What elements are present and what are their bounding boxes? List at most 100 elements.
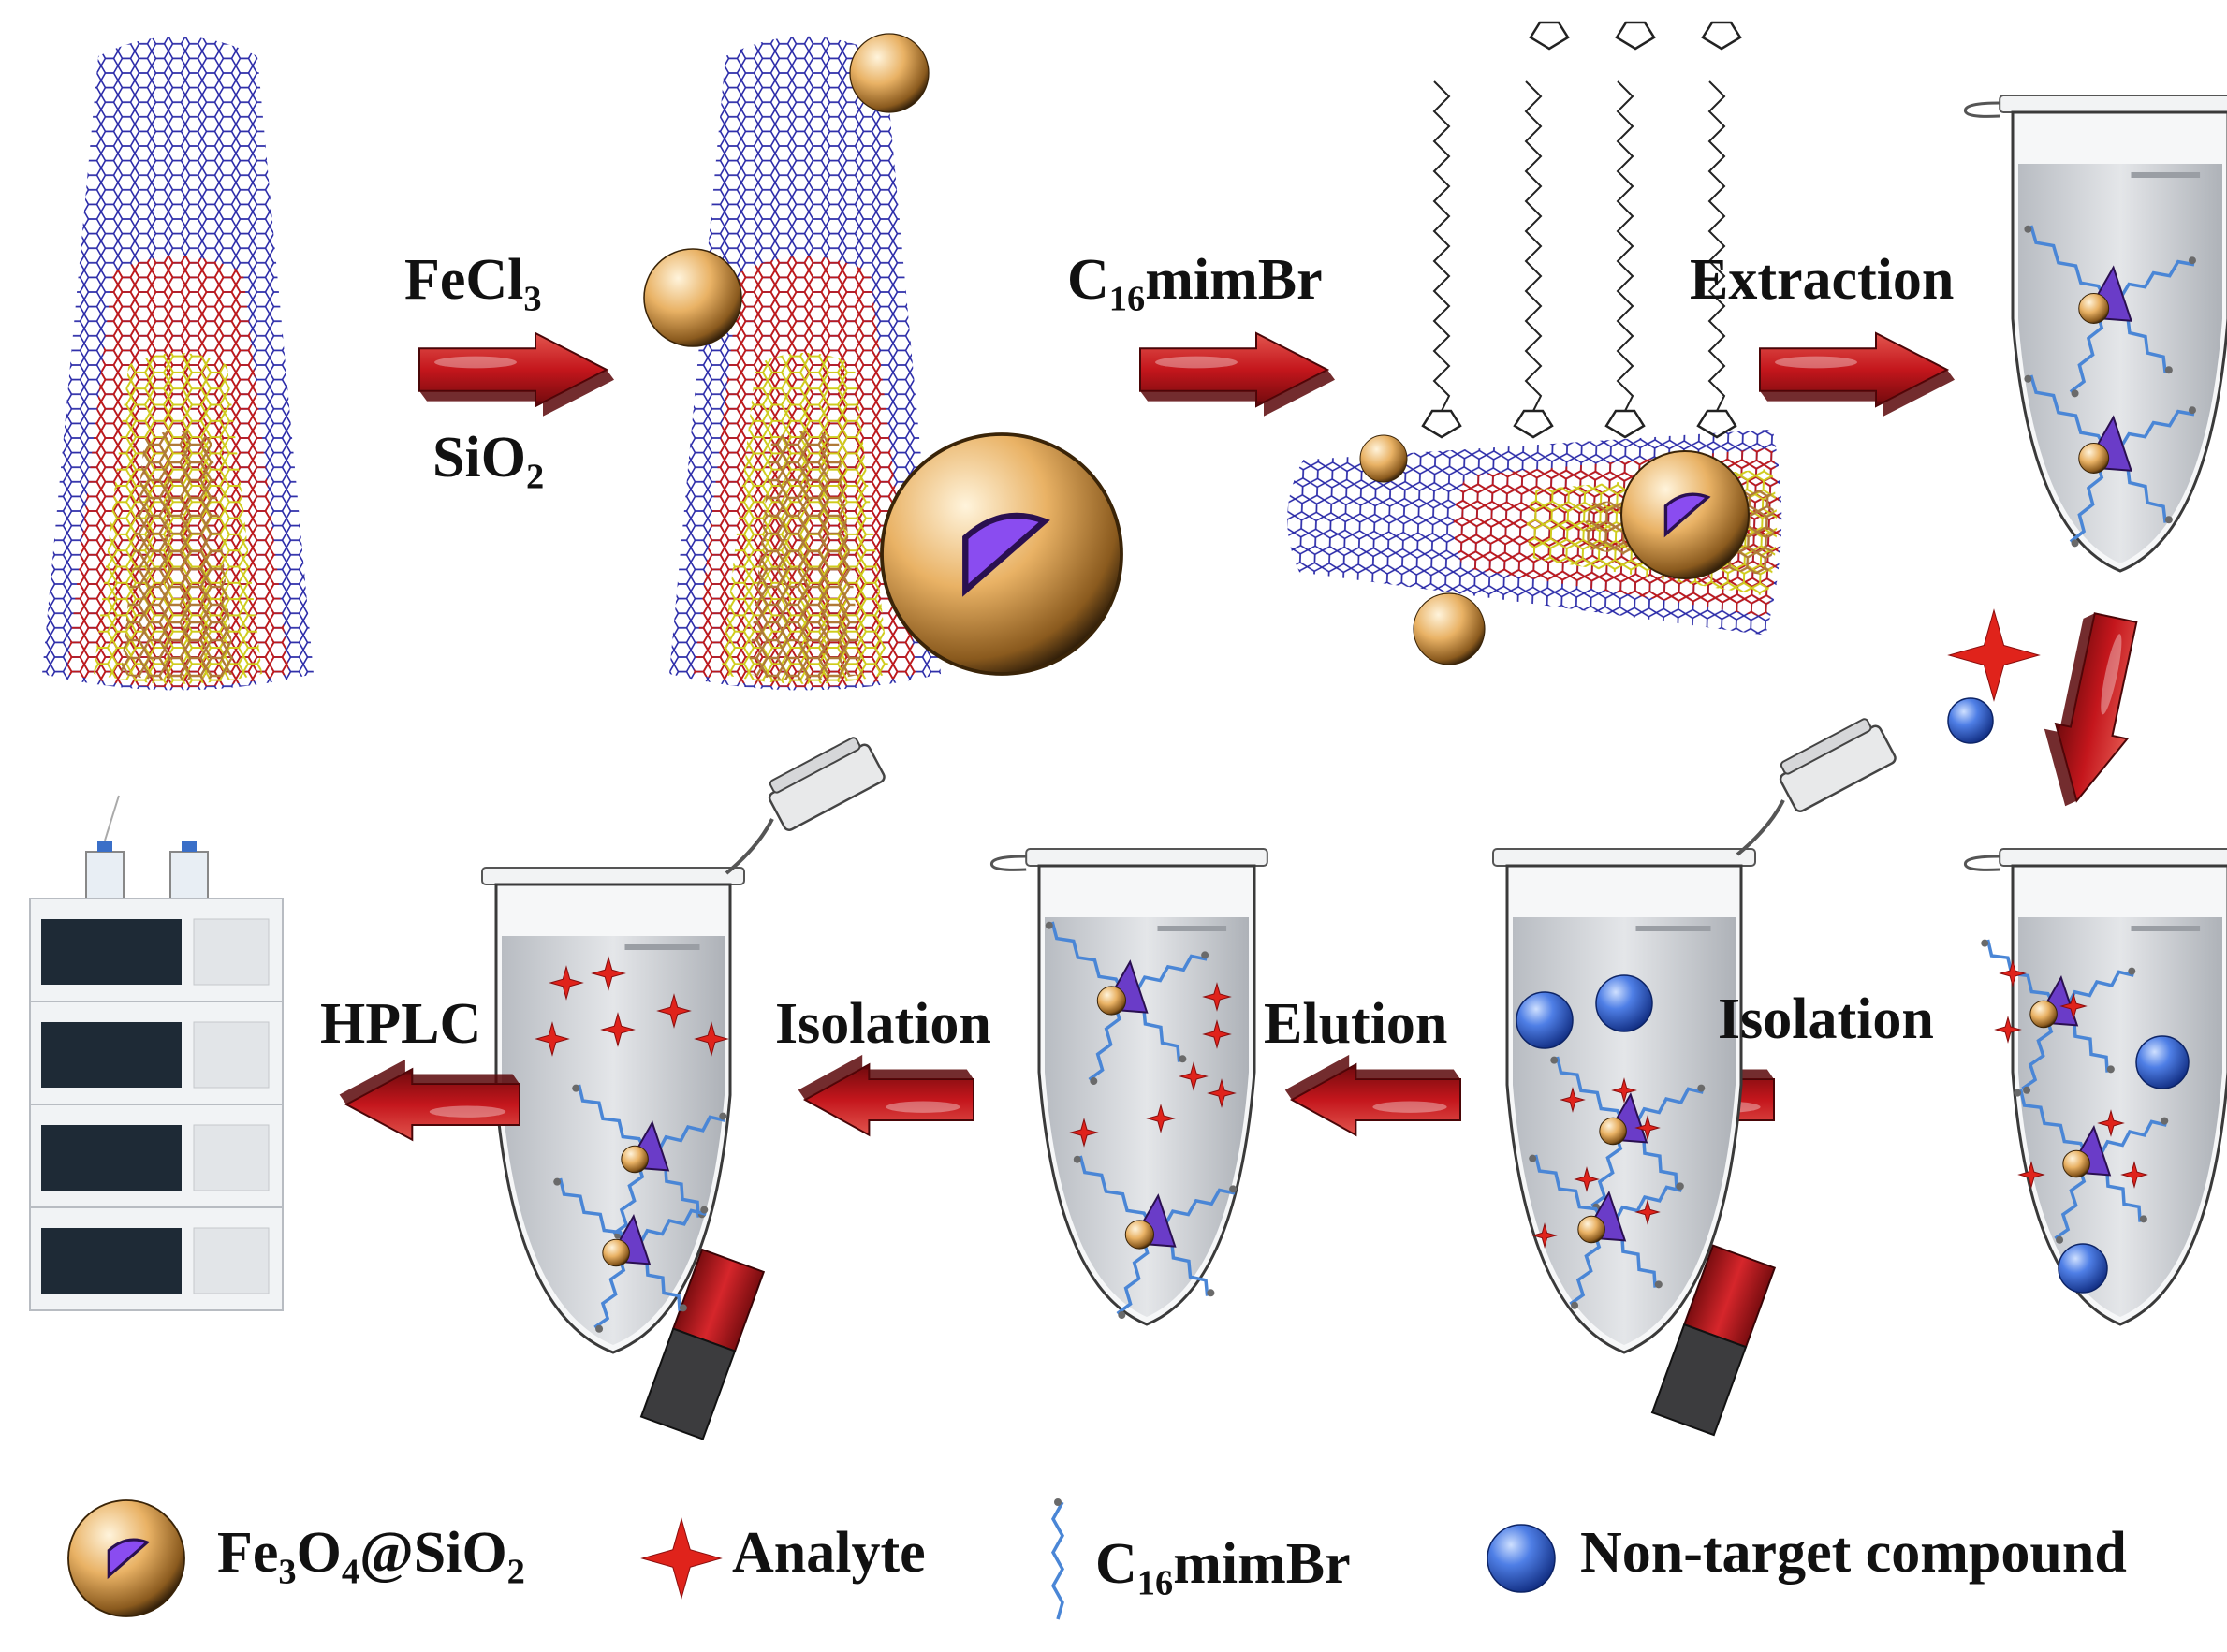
c16-post: mimBr (1145, 248, 1323, 312)
analyte-star (1207, 1078, 1237, 1108)
surfactant-head (2071, 389, 2079, 398)
particle-sphere (2062, 1149, 2090, 1178)
nontarget-sphere (2135, 1035, 2190, 1089)
tube-liquid (1045, 917, 1249, 1317)
particle-sphere (602, 1238, 630, 1267)
tube-meniscus (624, 944, 700, 950)
legend-c16-sub: 16 (1136, 1563, 1174, 1603)
surfactant-head (2023, 1086, 2031, 1094)
arrow-c16mimbr (1139, 331, 1335, 417)
surfactant-head (2128, 967, 2136, 975)
surfactant-head (553, 1177, 562, 1186)
surfactant-head (572, 1084, 580, 1092)
arrow-highlight (886, 1101, 960, 1113)
imidazolium-ring-top (1701, 21, 1742, 51)
alkyl-chain (1432, 80, 1451, 412)
tube-meniscus (1157, 926, 1227, 931)
process-arrow (1139, 331, 1335, 417)
nontarget-input (1947, 697, 1994, 744)
particle-core-wedge (962, 512, 1050, 597)
sio2-main: SiO (432, 426, 526, 490)
analyte-star (1531, 1222, 1558, 1249)
hplc-module-panel (41, 1228, 182, 1294)
nontarget-input-sphere (1947, 697, 1994, 744)
hplc-module-panel (41, 1022, 182, 1088)
nanotube-pristine (42, 36, 314, 691)
surfactant-head (1073, 1155, 1081, 1163)
analyte-input (1947, 608, 2041, 702)
analyte-star (2017, 1161, 2045, 1189)
solvent-cap-1 (97, 841, 112, 852)
fe-s3: 2 (506, 1552, 525, 1592)
surfactant-head (2164, 366, 2173, 374)
arrow-elution (1284, 1054, 1461, 1137)
process-arrow (2044, 612, 2138, 807)
tube-rim (1492, 848, 1756, 867)
magnet (639, 1248, 766, 1440)
legend-label-c16mimbr: C16mimBr (1095, 1535, 1351, 1601)
arrow-shadow (2044, 613, 2095, 807)
surfactant-chain (2018, 1089, 2089, 1157)
tube-mixed (1963, 848, 2227, 1326)
surfactant-head (2024, 374, 2032, 383)
solvent-bottle-2 (169, 851, 209, 899)
particle-core-wedge (1663, 492, 1711, 538)
tube-rim (481, 867, 745, 885)
analyte-star (1999, 959, 2027, 987)
tube-liquid (2018, 164, 2222, 563)
arrow-fecl3 (418, 331, 614, 417)
hplc-module-side (193, 1124, 270, 1191)
arrow-shadow (1284, 1054, 1460, 1100)
tube-liquid (2018, 917, 2222, 1317)
fe-s1: 3 (278, 1552, 297, 1592)
fe-s2: 4 (341, 1552, 360, 1592)
composite-particle (1045, 921, 1209, 1086)
surfactant-head (1981, 939, 1989, 947)
surfactant-head (2071, 539, 2079, 548)
surfactant-head (700, 1206, 709, 1214)
tube-rim (1999, 95, 2227, 113)
fe-b: O (296, 1521, 342, 1585)
surfactant-chain (2029, 374, 2108, 450)
tube-cap-tab (1963, 855, 2000, 871)
centrifuge-tube (1492, 718, 1897, 1437)
c16-pre: C (1067, 248, 1109, 312)
analyte-star (591, 956, 626, 991)
tube-isolation (1492, 718, 1897, 1437)
surfactant-head (2024, 225, 2032, 233)
process-arrow (798, 1054, 974, 1137)
step-label-isolation-right: Isolation (1718, 987, 1934, 1051)
analyte-star (1634, 1115, 1661, 1141)
surfactant-chain (1050, 921, 1125, 993)
arrow-shadow (339, 1059, 520, 1104)
composite-particle (1073, 1155, 1238, 1320)
analyte-star (2059, 992, 2088, 1020)
step-label-hplc: HPLC (320, 992, 482, 1056)
hplc-module-panel (41, 1125, 182, 1191)
nanotube-layer-3 (121, 431, 235, 681)
arrow-highlight (2101, 634, 2122, 715)
fecl3-main: FeCl (404, 248, 524, 312)
particle-sphere (621, 1145, 649, 1174)
particle-sphere (2078, 443, 2110, 474)
hplc-module-panel (41, 919, 182, 985)
tubing (104, 795, 120, 841)
arrow-highlight (1372, 1101, 1447, 1113)
surfactant-head (1118, 1311, 1126, 1320)
tube-rim (1025, 848, 1268, 867)
arrow-hplc (339, 1059, 520, 1142)
particle-sphere (1599, 1117, 1627, 1146)
particle-sphere (1124, 1220, 1155, 1250)
surfactant-head (2014, 1089, 2022, 1097)
particle-sphere (1413, 592, 1486, 665)
step-label-fecl3: FeCl3 (404, 251, 542, 317)
surfactant-head (719, 1112, 727, 1120)
particle-sphere (1577, 1215, 1605, 1244)
fe-a: Fe (217, 1521, 279, 1585)
nanotube-functionalized (1287, 21, 1782, 665)
arrow-shadow (1140, 370, 1335, 417)
surfactant-head (2164, 516, 2173, 524)
tube-cap-hinge (1736, 799, 1785, 856)
surfactant-chain (1533, 1154, 1604, 1222)
